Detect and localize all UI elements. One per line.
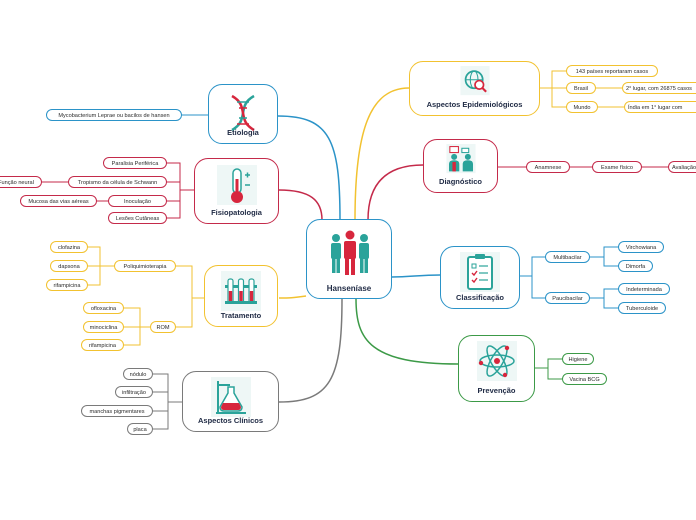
leaf-dapsona[interactable]: dapsona (50, 260, 88, 272)
prevencao-node[interactable]: Prevenção (458, 335, 535, 402)
leaf-dimorfa[interactable]: Dimorfa (618, 260, 653, 272)
leaf-manchas[interactable]: manchas pigmentares (81, 405, 153, 417)
leaf-multibacilar[interactable]: Multibacilar (545, 251, 590, 263)
leaf-anamnese[interactable]: Anamnese (526, 161, 570, 173)
leaf-funcao-neural[interactable]: Função neural (0, 176, 42, 188)
leaf-mycobacterium[interactable]: Mycobacterium Leprae ou bacilos de hanse… (46, 109, 182, 121)
leaf-brasil-detail[interactable]: 2° lugar, com 26875 casos (622, 82, 696, 94)
leaf-vacina-bcg[interactable]: Vacina BCG (562, 373, 607, 385)
central-topic-title: Hanseníase (326, 284, 372, 293)
leaf-poliquimioterapia[interactable]: Poliquimioterapia (114, 260, 176, 272)
leaf-rifampicina-2[interactable]: rifampicina (81, 339, 124, 351)
leaf-paralisia[interactable]: Paralisia Periférica (103, 157, 167, 169)
dna-icon (231, 94, 255, 132)
leaf-143-paises[interactable]: 143 países reportaram casos (566, 65, 658, 77)
leaf-higiene[interactable]: Higiene (562, 353, 594, 365)
leaf-brasil[interactable]: Brasil (566, 82, 596, 94)
leaf-virchowiana[interactable]: Virchowiana (618, 241, 664, 253)
diagnostico-node[interactable]: Diagnóstico (423, 139, 498, 193)
diagnostico-title: Diagnóstico (439, 177, 482, 186)
leaf-avaliacao[interactable]: Avaliação (668, 161, 696, 173)
classificacao-node[interactable]: Classificação (440, 246, 520, 309)
epidemiologicos-node[interactable]: Aspectos Epidemiológicos (409, 61, 540, 116)
leaf-ofloxacina[interactable]: ofloxacina (83, 302, 124, 314)
leaf-exame-fisico[interactable]: Exame físico (592, 161, 642, 173)
flask-icon (210, 377, 251, 417)
aspectos-clinicos-title: Aspectos Clínicos (197, 416, 264, 425)
test-tubes-icon (221, 271, 261, 311)
leaf-rom[interactable]: ROM (150, 321, 176, 333)
leaf-tuberculoide[interactable]: Tuberculoide (618, 302, 666, 314)
leaf-clofazina[interactable]: clofazina (50, 241, 88, 253)
leaf-lesoes[interactable]: Lesões Cutâneas (108, 212, 167, 224)
leaf-indeterminada[interactable]: Indeterminada (618, 283, 670, 295)
globe-search-icon (459, 66, 490, 96)
leaf-infiltracao[interactable]: infiltração (115, 386, 153, 398)
leaf-nodulo[interactable]: nódulo (123, 368, 153, 380)
checklist-icon (460, 252, 500, 292)
leaf-tropismo[interactable]: Tropismo da célula de Schwann (68, 176, 167, 188)
etiologia-node[interactable]: Etiologia (208, 84, 278, 144)
atom-icon (476, 341, 517, 381)
leaf-mundo[interactable]: Mundo (566, 101, 598, 113)
epidemiologicos-title: Aspectos Epidemiológicos (426, 100, 523, 109)
leaf-rifampicina-1[interactable]: rifampicina (46, 279, 88, 291)
etiologia-title: Etiologia (227, 128, 259, 137)
leaf-mucosa[interactable]: Mucosa das vias aéreas (20, 195, 97, 207)
fisiopatologia-node[interactable]: Fisiopatologia (194, 158, 279, 224)
leaf-minociclina[interactable]: minociclina (83, 321, 124, 333)
thermometer-icon (216, 165, 257, 205)
central-topic[interactable]: Hanseníase (306, 219, 392, 299)
people-group-icon (331, 230, 369, 275)
leaf-mundo-detail[interactable]: Índia em 1° lugar com (624, 101, 696, 113)
classificacao-title: Classificação (456, 293, 504, 302)
leaf-placa[interactable]: placa (127, 423, 153, 435)
prevencao-title: Prevenção (477, 386, 516, 395)
tratamento-title: Tratamento (220, 311, 262, 320)
leaf-paucibacilar[interactable]: Paucibacilar (545, 292, 590, 304)
tratamento-node[interactable]: Tratamento (204, 265, 278, 327)
fisiopatologia-title: Fisiopatologia (211, 208, 262, 217)
doctor-patient-icon (445, 144, 476, 174)
aspectos-clinicos-node[interactable]: Aspectos Clínicos (182, 371, 279, 432)
leaf-inoculacao[interactable]: Inoculação (108, 195, 167, 207)
